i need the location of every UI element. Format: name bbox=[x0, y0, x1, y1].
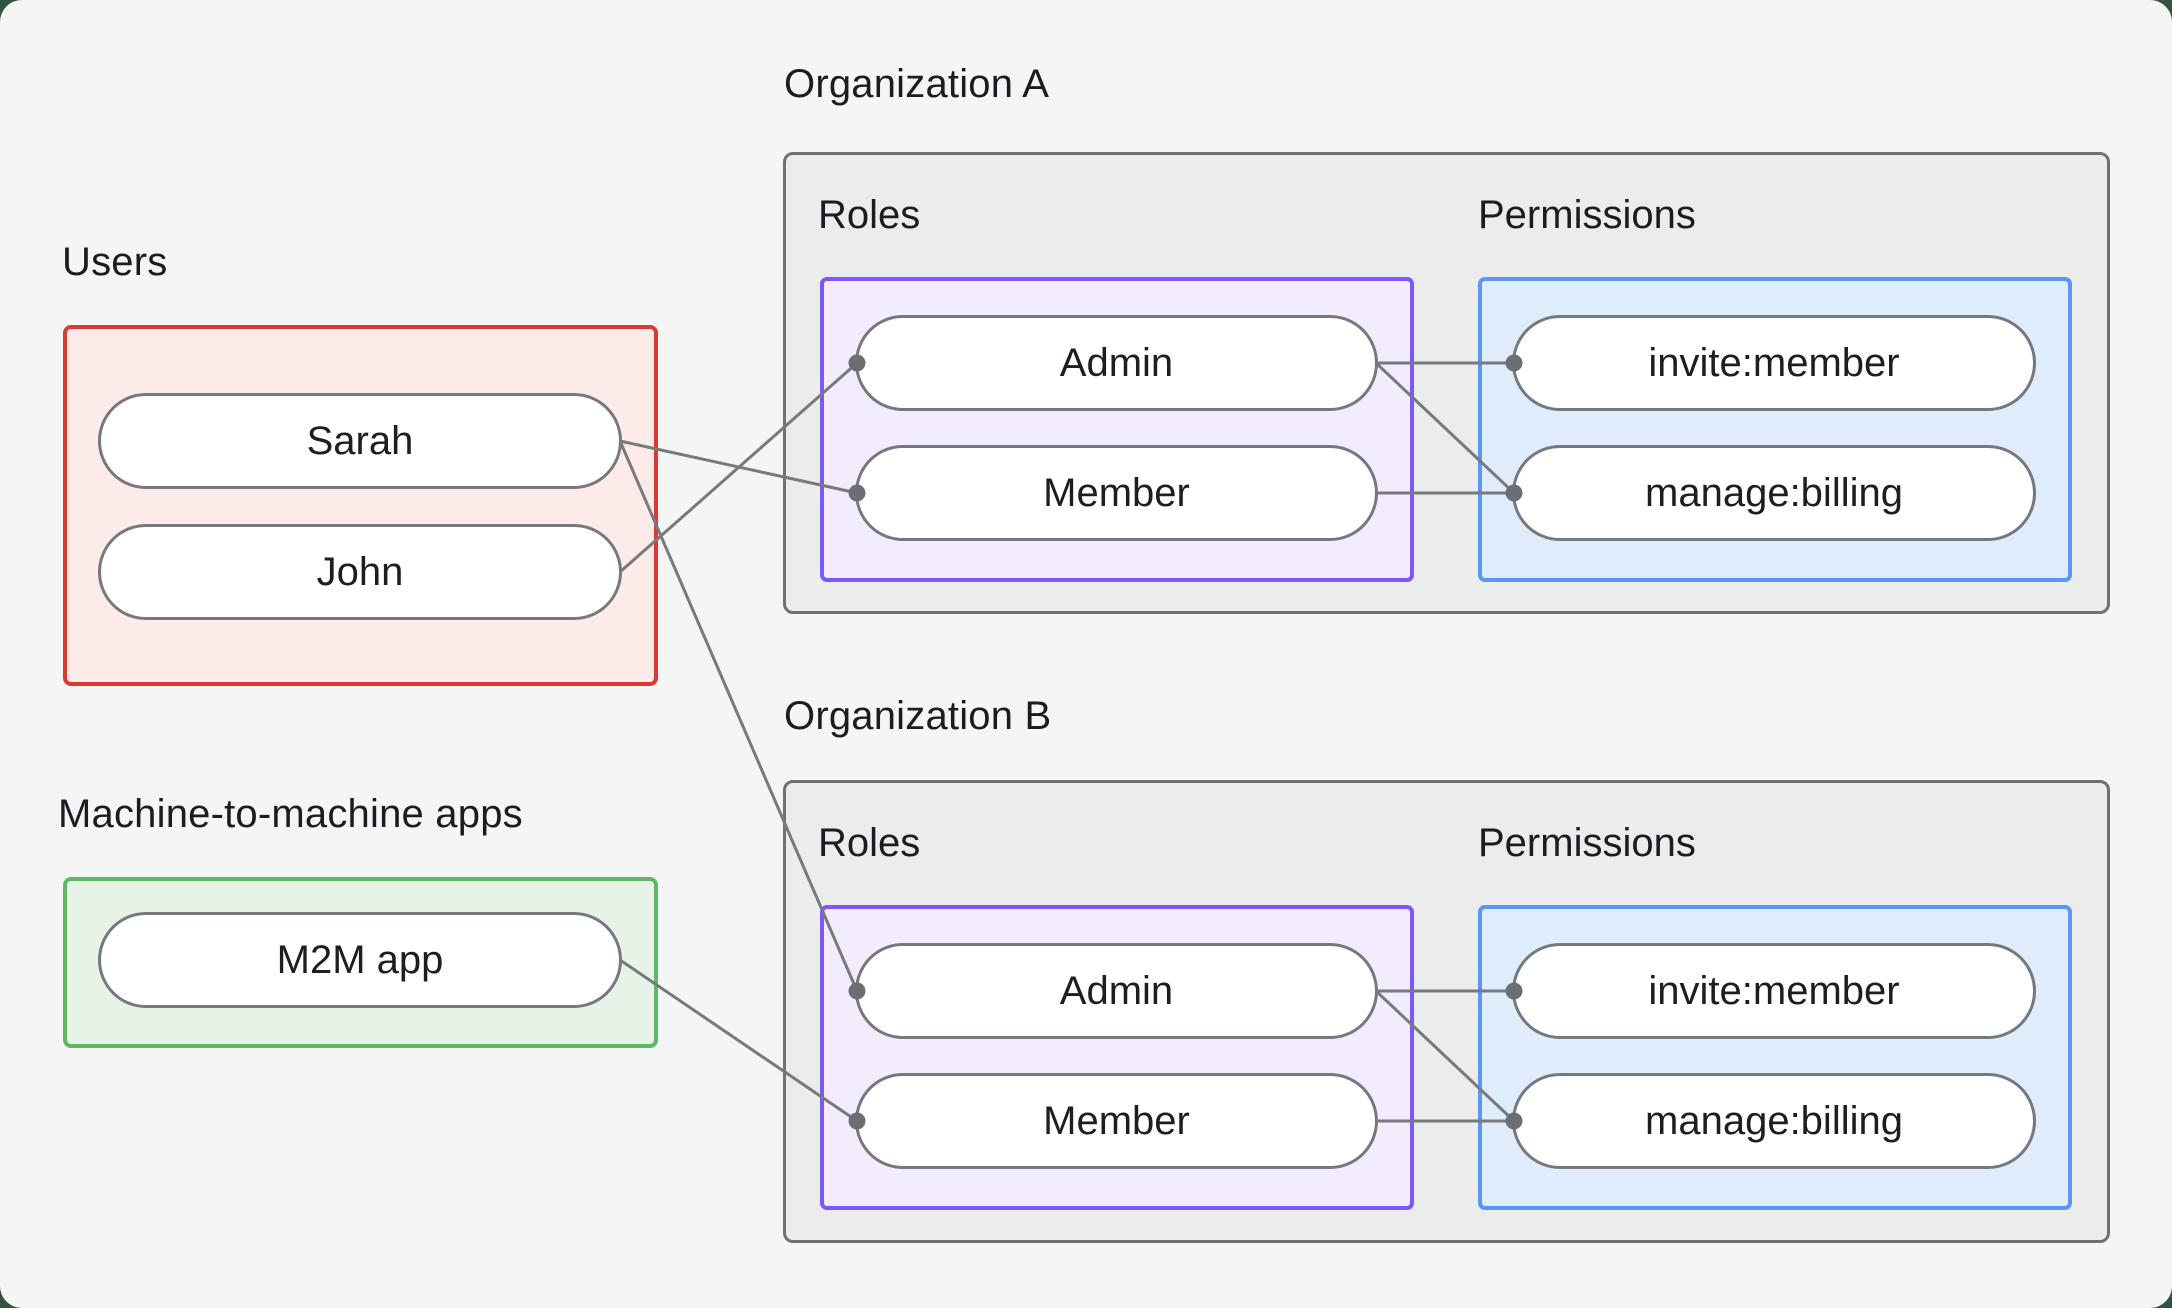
org-a-permission-manage-billing-label: manage:billing bbox=[1645, 470, 1903, 515]
m2m-app-node: M2M app bbox=[98, 912, 622, 1008]
users-group-box: Sarah John bbox=[63, 325, 658, 686]
organization-a-permissions-box: invite:member manage:billing bbox=[1478, 277, 2072, 582]
org-b-permission-manage-billing-label: manage:billing bbox=[1645, 1098, 1903, 1143]
org-a-permission-manage-billing: manage:billing bbox=[1512, 445, 2036, 541]
org-b-permission-invite-member-label: invite:member bbox=[1648, 968, 1900, 1013]
users-group-label: Users bbox=[62, 240, 168, 284]
organization-a-box: Roles Permissions Admin Member invite:me… bbox=[783, 152, 2110, 614]
organization-a-roles-box: Admin Member bbox=[820, 277, 1414, 582]
org-b-permission-invite-member: invite:member bbox=[1512, 943, 2036, 1039]
organization-b-roles-box: Admin Member bbox=[820, 905, 1414, 1210]
m2m-app-node-label: M2M app bbox=[276, 937, 444, 982]
org-b-role-admin: Admin bbox=[855, 943, 1378, 1039]
organization-b-label: Organization B bbox=[784, 694, 1052, 738]
org-a-role-admin-label: Admin bbox=[1059, 340, 1174, 385]
organization-a-roles-label: Roles bbox=[818, 193, 921, 237]
org-a-permission-invite-member: invite:member bbox=[1512, 315, 2036, 411]
org-a-role-member: Member bbox=[855, 445, 1378, 541]
organization-a-label: Organization A bbox=[784, 62, 1050, 106]
organization-b-roles-label: Roles bbox=[818, 821, 921, 865]
m2m-group-label: Machine-to-machine apps bbox=[58, 792, 523, 836]
org-b-permission-manage-billing: manage:billing bbox=[1512, 1073, 2036, 1169]
organization-b-box: Roles Permissions Admin Member invite:me… bbox=[783, 780, 2110, 1243]
organization-a-permissions-label: Permissions bbox=[1478, 193, 1696, 237]
org-b-role-admin-label: Admin bbox=[1059, 968, 1174, 1013]
org-b-role-member-label: Member bbox=[1043, 1098, 1190, 1143]
org-a-role-admin: Admin bbox=[855, 315, 1378, 411]
org-a-permission-invite-member-label: invite:member bbox=[1648, 340, 1900, 385]
org-b-role-member: Member bbox=[855, 1073, 1378, 1169]
m2m-group-box: M2M app bbox=[63, 877, 658, 1048]
user-node-sarah: Sarah bbox=[98, 393, 622, 489]
user-node-sarah-label: Sarah bbox=[306, 418, 414, 463]
user-node-john-label: John bbox=[316, 549, 404, 594]
user-node-john: John bbox=[98, 524, 622, 620]
organization-b-permissions-box: invite:member manage:billing bbox=[1478, 905, 2072, 1210]
org-a-role-member-label: Member bbox=[1043, 470, 1190, 515]
organization-b-permissions-label: Permissions bbox=[1478, 821, 1696, 865]
